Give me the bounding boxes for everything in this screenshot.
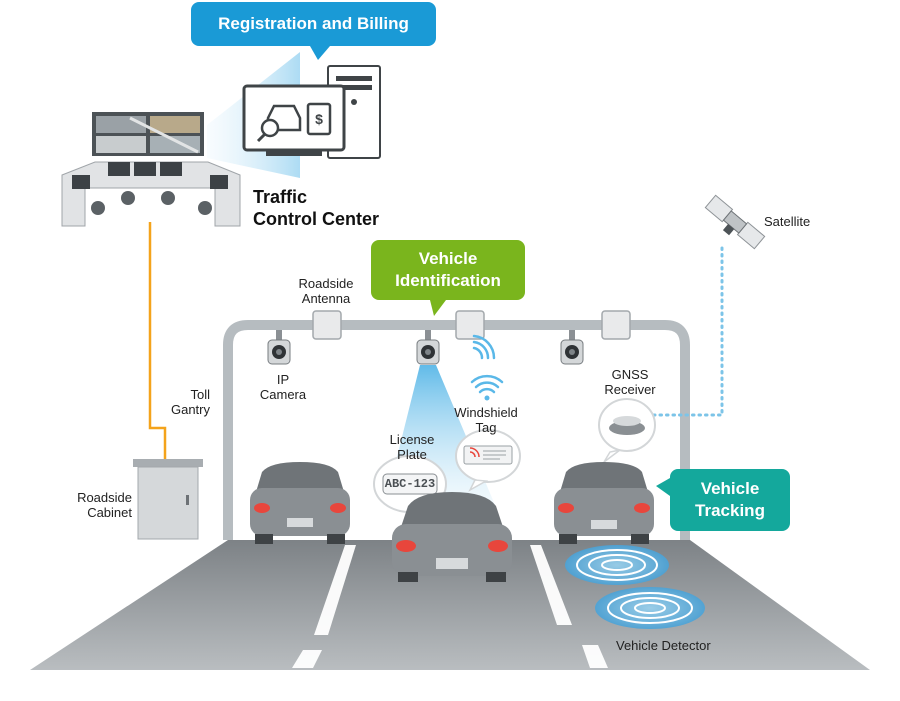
gnss-receiver-label: GNSS Receiver [598, 367, 662, 397]
vehicle-detector-icon [565, 545, 705, 629]
car-left [250, 462, 350, 544]
toll-gantry-label: Toll Gantry [166, 387, 210, 417]
traffic-control-center-label: Traffic Control Center [253, 186, 379, 230]
windshield-tag-label: Windshield Tag [448, 405, 524, 435]
toll-gantry-line2: Gantry [170, 402, 210, 417]
roadside-cabinet-line2: Cabinet [87, 505, 132, 520]
license-line1: License [389, 432, 435, 447]
tracking-callout-pointer [656, 478, 670, 496]
svg-text:$: $ [315, 111, 323, 127]
identification-callout-pointer [430, 300, 446, 316]
toll-gantry-line1: Toll [190, 387, 210, 402]
roadside-antenna-label: Roadside Antenna [294, 276, 358, 306]
registration-billing-callout: Registration and Billing [191, 2, 436, 46]
roadside-antenna-line2: Antenna [301, 291, 351, 306]
satellite-label: Satellite [764, 214, 811, 229]
roadside-antenna-line1: Roadside [298, 276, 354, 291]
traffic-control-line2: Control Center [253, 209, 379, 229]
car-right [554, 462, 654, 544]
windshield-line1: Windshield [454, 405, 518, 420]
vehicle-tracking-callout: Vehicle Tracking [670, 469, 790, 531]
gnss-receiver-icon [598, 398, 656, 463]
roadside-cabinet-line1: Roadside [77, 490, 132, 505]
plate-number: ABC-123 [384, 477, 436, 491]
vehicle-tracking-line2: Tracking [695, 501, 765, 520]
wifi-signal-icon [470, 334, 504, 401]
vehicle-identification-callout: Vehicle Identification [371, 240, 525, 300]
vehicle-identification-line2: Identification [395, 271, 501, 290]
car-center [392, 492, 512, 582]
ip-camera [267, 330, 584, 365]
roadside-cabinet-label: Roadside Cabinet [62, 490, 132, 520]
ip-camera-label: IP Camera [253, 372, 313, 402]
license-line2: Plate [397, 447, 427, 462]
vehicle-tracking-line1: Vehicle [700, 479, 760, 498]
ip-camera-line1: IP [276, 372, 290, 387]
satellite-icon [704, 194, 766, 250]
license-plate-label: License Plate [382, 432, 442, 462]
ip-camera-line2: Camera [259, 387, 307, 402]
gnss-line2: Receiver [604, 382, 656, 397]
roadside-antenna [312, 310, 631, 340]
windshield-line2: Tag [475, 420, 497, 435]
cable [148, 222, 167, 459]
satellite-link [646, 246, 724, 417]
windshield-tag-icon [455, 429, 521, 492]
vehicle-detector-label: Vehicle Detector [616, 638, 711, 653]
registration-callout-pointer [310, 46, 330, 60]
gnss-line1: GNSS [611, 367, 649, 382]
roadside-cabinet [133, 459, 203, 540]
billing-computer-icon: $ [242, 65, 381, 159]
traffic-control-line1: Traffic [253, 187, 308, 207]
traffic-control-center [61, 112, 241, 227]
vehicle-identification-line1: Vehicle [418, 249, 478, 268]
